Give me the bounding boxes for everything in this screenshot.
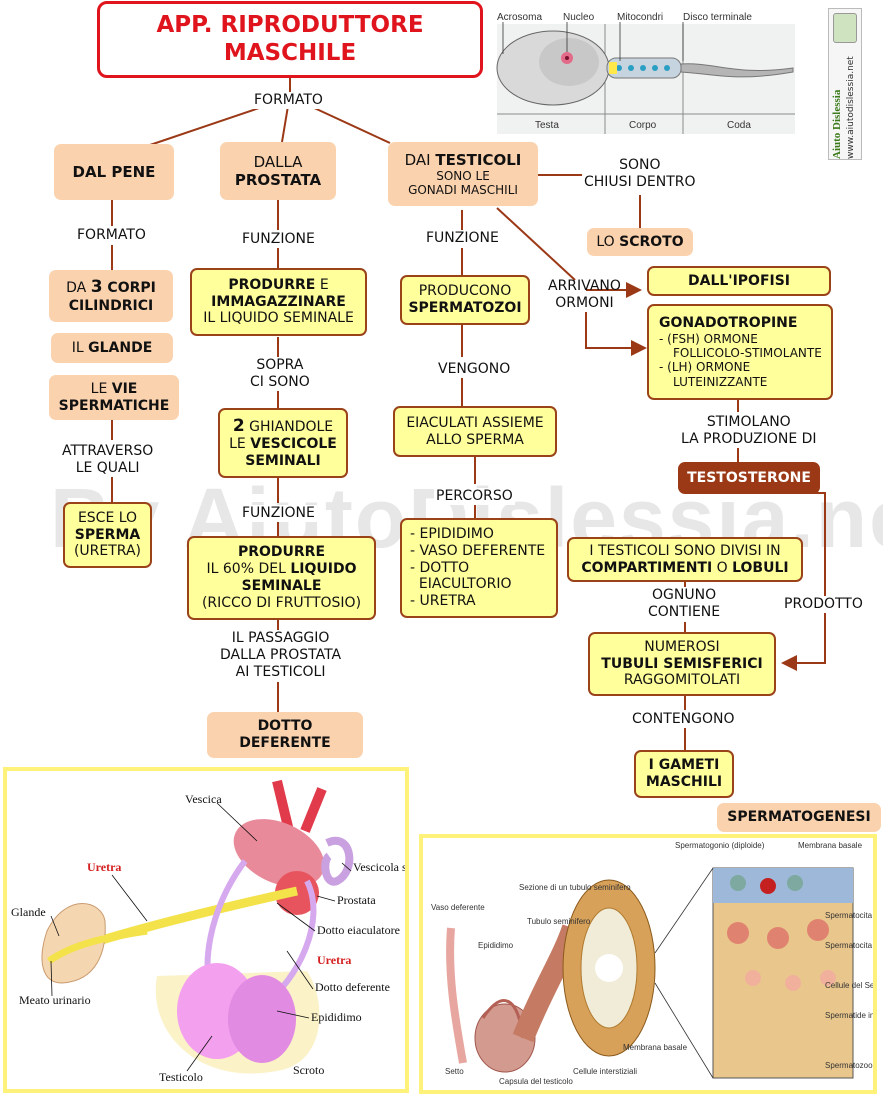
anat-glande: Glande xyxy=(11,905,46,919)
link-funzione-prostata: FUNZIONE xyxy=(240,231,317,248)
sperm-section-corpo: Corpo xyxy=(629,120,657,131)
anatomy-illustration: Vescica Uretra Vescicola seminale Prosta… xyxy=(11,779,445,1084)
node-produrre-60: PRODURRE IL 60% DEL LIQUIDO SEMINALE(RIC… xyxy=(187,536,376,620)
sperm-diagram: Acrosoma Nucleo Mitocondri Disco termina… xyxy=(496,12,795,134)
hist-vaso-deferente: Vaso deferente xyxy=(431,903,485,912)
node-ghiandole: 2 GHIANDOLE LE VESCICOLE SEMINALI xyxy=(218,408,348,478)
link-percorso: PERCORSO xyxy=(434,488,515,505)
node-gonadotropine: GONADOTROPINE - (FSH) ORMONE FOLLICOLO-S… xyxy=(647,304,833,400)
node-dal-pene: DAL PENE xyxy=(54,144,174,200)
link-prodotto: PRODOTTO xyxy=(782,596,865,613)
logo-icon xyxy=(833,13,857,43)
hist-spermatocita-primario: Spermatocita primario (diploide) xyxy=(825,911,873,920)
anat-testicolo: Testicolo xyxy=(159,1070,203,1084)
link-funzione-testicoli: FUNZIONE xyxy=(424,230,501,247)
hist-sezione: Sezione di un tubulo seminifero xyxy=(519,883,631,892)
histology-illustration: Vaso deferente Epididimo Tubulo seminife… xyxy=(431,841,883,1086)
node-percorso-list: - EPIDIDIMO - VASO DEFERENTE - DOTTO EIA… xyxy=(400,518,558,618)
anat-scroto: Scroto xyxy=(293,1063,324,1077)
sperm-label-acrosoma: Acrosoma xyxy=(497,12,542,23)
hist-setto: Setto xyxy=(445,1067,464,1076)
hist-tubulo: Tubulo seminifero xyxy=(527,917,591,926)
sperm-label-mitocondri: Mitocondri xyxy=(617,12,663,23)
hist-membrana: Membrana basale xyxy=(623,1043,688,1052)
histology-panel: Vaso deferente Epididimo Tubulo seminife… xyxy=(419,834,883,1094)
logo-url: www.aiutodislessia.net xyxy=(846,56,856,159)
node-ipofisi: DALL'IPOFISI xyxy=(647,266,831,296)
percorso-item: - URETRA xyxy=(410,593,476,610)
title-line-2: MASCHILE xyxy=(223,39,357,66)
anat-prostata: Prostata xyxy=(337,893,376,907)
hist-epididimo: Epididimo xyxy=(478,941,514,950)
anat-meato: Meato urinario xyxy=(19,993,91,1007)
link-funzione-vescicole: FUNZIONE xyxy=(240,505,317,522)
site-logo: Aiuto Dislessia www.aiutodislessia.net xyxy=(828,8,862,160)
anat-dotto-deferente: Dotto deferente xyxy=(315,980,390,994)
percorso-item: - VASO DEFERENTE xyxy=(410,542,546,559)
hist-spermatocita-secondario: Spermatocita secondario (aploide) xyxy=(825,941,873,950)
sperm-label-nucleo: Nucleo xyxy=(563,12,595,23)
percorso-item: - DOTTO xyxy=(410,559,470,576)
hist-spermatide: Spermatide in sviluppo (aploide) xyxy=(825,1011,873,1020)
anat-uretra: Uretra xyxy=(87,860,121,874)
node-vie-spermatiche: LE VIE SPERMATICHE xyxy=(49,375,179,420)
title-line-1: APP. RIPRODUTTORE xyxy=(156,11,424,38)
hist-capsula: Capsula del testicolo xyxy=(499,1077,573,1086)
hist-spermatozoo: Spermatozoo xyxy=(825,1061,873,1070)
anat-dotto-eiaculatore: Dotto eiaculatore xyxy=(317,923,400,937)
title-box: APP. RIPRODUTTORE MASCHILE xyxy=(97,1,483,78)
node-il-glande: IL GLANDE xyxy=(51,333,173,363)
node-compartimenti: I TESTICOLI SONO DIVISI IN COMPARTIMENTI… xyxy=(567,537,803,582)
anatomy-panel: Vescica Uretra Vescicola seminale Prosta… xyxy=(3,767,445,1093)
link-contengono: CONTENGONO xyxy=(630,711,737,728)
logo-name: Aiuto Dislessia xyxy=(831,89,843,159)
hist-cellule-interstiziali: Cellule interstiziali xyxy=(573,1067,637,1076)
link-vengono: VENGONO xyxy=(436,361,513,378)
hist-sertoli: Cellule del Sertoli xyxy=(825,981,873,990)
sperm-label-disco: Disco terminale xyxy=(683,12,752,23)
link-formato-top: FORMATO xyxy=(252,92,325,109)
anat-epididimo: Epididimo xyxy=(311,1010,362,1024)
percorso-item: EIACULTORIO xyxy=(410,576,512,593)
anat-uretra-2: Uretra xyxy=(317,953,351,967)
anat-vescicola: Vescicola seminale xyxy=(353,860,405,874)
node-lo-scroto: LO SCROTO xyxy=(587,228,693,256)
sperm-section-testa: Testa xyxy=(535,120,559,131)
sperm-section-coda: Coda xyxy=(727,120,751,131)
percorso-item: - EPIDIDIMO xyxy=(410,526,494,542)
node-testosterone: TESTOSTERONE xyxy=(678,462,820,494)
node-spermatogenesi: SPERMATOGENESI xyxy=(717,803,881,832)
link-formato-pene: FORMATO xyxy=(75,227,148,244)
anat-vescica: Vescica xyxy=(185,792,222,806)
hist-membrana-basale-r: Membrana basale xyxy=(798,841,863,850)
hist-spermatogonio: Spermatogonio (diploide) xyxy=(675,841,765,850)
node-corpi-cilindrici: DA 3 CORPI CILINDRICI xyxy=(49,270,173,322)
